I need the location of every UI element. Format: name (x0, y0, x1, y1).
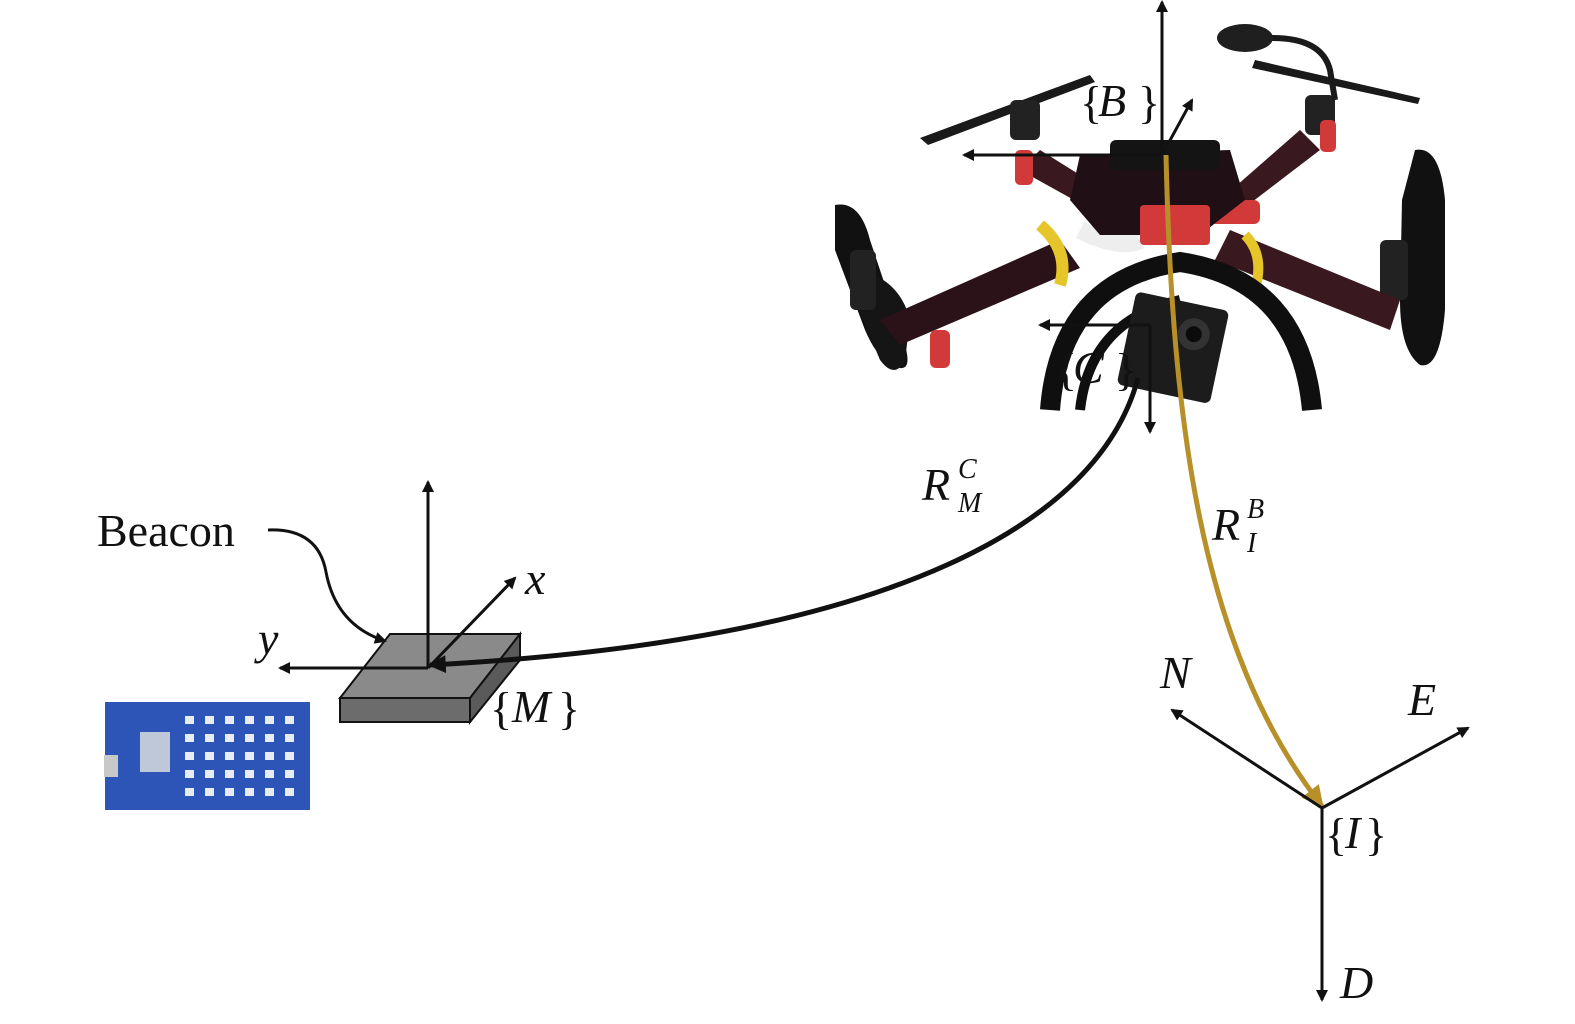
frame-b-label: { B } (1080, 75, 1160, 128)
pcb-led (205, 734, 214, 742)
pcb-led (285, 734, 294, 742)
inertial-frame-axes (1170, 708, 1470, 1002)
svg-text:M: M (511, 681, 553, 732)
svg-text:C: C (1073, 342, 1105, 393)
frame-c-label: { C } (1055, 342, 1137, 395)
pcb-led (205, 752, 214, 760)
svg-text:I: I (1344, 807, 1363, 858)
pcb-led (225, 770, 234, 778)
beacon-callout-line (267, 528, 387, 644)
pcb-led (185, 716, 194, 724)
axis-y-label: y (254, 613, 279, 664)
pcb-led (265, 788, 274, 796)
pcb-led (205, 788, 214, 796)
pcb-led (245, 752, 254, 760)
pcb-led (205, 716, 214, 724)
pcb-led (245, 788, 254, 796)
svg-text:{: { (490, 683, 512, 734)
pcb-led (185, 770, 194, 778)
pcb-led (245, 734, 254, 742)
camera-frame-axes (1038, 319, 1156, 434)
svg-text:{: { (1080, 77, 1102, 128)
pcb-led (225, 716, 234, 724)
pcb-led (265, 770, 274, 778)
pcb-led (225, 788, 234, 796)
down-label: D (1339, 957, 1373, 1008)
pcb-led (265, 734, 274, 742)
frame-i-label: { I } (1325, 807, 1387, 860)
pcb-led (245, 716, 254, 724)
svg-text:{: { (1055, 344, 1077, 395)
rotation-label-r-m-c: R C M (921, 454, 983, 519)
pcb-led (285, 716, 294, 724)
pcb-led (225, 752, 234, 760)
beacon-label: Beacon (97, 505, 235, 556)
rotation-curve-b-to-i (1163, 154, 1324, 809)
svg-text:B: B (1098, 75, 1126, 126)
pcb-led (265, 716, 274, 724)
pcb-led (225, 734, 234, 742)
svg-text:}: } (1138, 77, 1160, 128)
svg-text:B: B (1247, 494, 1264, 525)
pcb-led (285, 788, 294, 796)
pcb-led (185, 788, 194, 796)
north-label: N (1159, 647, 1193, 698)
svg-text:}: } (1365, 809, 1387, 860)
pcb-led (285, 770, 294, 778)
pcb-led (185, 734, 194, 742)
rotation-label-r-i-b: R B I (1211, 494, 1264, 559)
svg-text:M: M (957, 488, 983, 519)
beacon-frame-axes (278, 480, 517, 674)
pcb-led (285, 752, 294, 760)
svg-text:R: R (1211, 499, 1240, 550)
svg-text:}: } (1115, 344, 1137, 395)
quadrotor-drone-image (835, 24, 1445, 411)
pcb-led (245, 770, 254, 778)
svg-text:I: I (1246, 528, 1258, 559)
svg-text:R: R (921, 459, 950, 510)
axis-x-label: x (524, 553, 546, 604)
east-label: E (1407, 674, 1436, 725)
beacon-board-image (104, 702, 310, 810)
svg-text:{: { (1325, 809, 1347, 860)
frame-m-label: { M } (490, 681, 580, 734)
svg-text:C: C (958, 454, 977, 485)
body-frame-axes (962, 0, 1194, 161)
svg-text:}: } (558, 683, 580, 734)
pcb-led (185, 752, 194, 760)
pcb-led (265, 752, 274, 760)
pcb-led (205, 770, 214, 778)
rotation-curve-m-to-c (427, 377, 1141, 674)
